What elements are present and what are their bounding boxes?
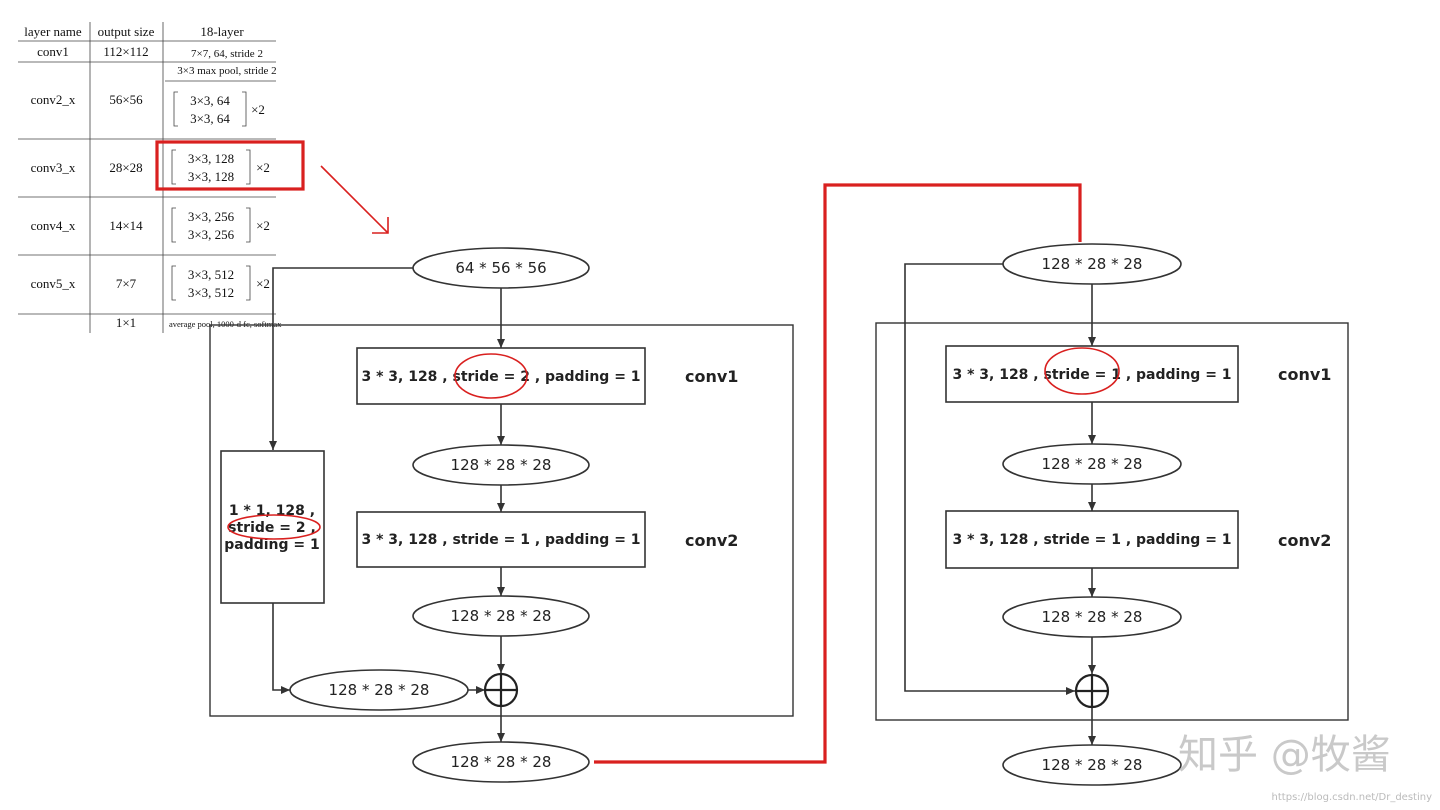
mid-node	[1002, 443, 1182, 485]
conv2-layer-label: 3 * 3, 128 , stride = 1 , padding = 1	[952, 532, 1231, 548]
left-residual-block: 64 * 56 * 56 3 * 3, 128 , stride = 2 , p…	[209, 247, 794, 783]
add-icon	[483, 672, 519, 708]
table-cell-line2: 3×3, 256	[188, 227, 235, 242]
main-out-node-label: 128 * 28 * 28	[451, 607, 552, 625]
right-block-frame	[875, 322, 1349, 721]
table-cell-name: conv5_x	[31, 276, 76, 291]
main-out-node	[412, 595, 590, 637]
conv2-layer-label: 3 * 3, 128 , stride = 1 , padding = 1	[361, 532, 640, 548]
table-header-layer-name: layer name	[24, 24, 82, 39]
table-cell-name: conv2_x	[31, 92, 76, 107]
table-cell-size: 28×28	[109, 160, 142, 175]
table-cell-size: 112×112	[103, 44, 148, 59]
resnet-architecture-table: layer name output size 18-layer conv1 11…	[18, 22, 305, 333]
table-header-output-size: output size	[98, 24, 155, 39]
conv1-layer-label: 3 * 3, 128 , stride = 2 , padding = 1	[361, 369, 640, 385]
table-cell-line1: 3×3, 512	[188, 267, 234, 282]
shortcut-label-line1: 1 * 1, 128 ,	[229, 503, 315, 519]
table-cell-mult: ×2	[256, 218, 270, 233]
left-bracket	[171, 265, 176, 301]
table-cell-size: 14×14	[109, 218, 143, 233]
table-cell-line1: 3×3, 64	[190, 93, 230, 108]
left-bracket	[171, 149, 176, 185]
stride-highlight	[227, 514, 321, 540]
conv1-label: conv1	[685, 367, 738, 386]
output-node-label: 128 * 28 * 28	[1042, 756, 1143, 774]
left-bracket	[173, 91, 178, 127]
table-cell-name: conv4_x	[31, 218, 76, 233]
table-cell-pool: 3×3 max pool, stride 2	[177, 65, 276, 77]
table-cell-size: 1×1	[116, 315, 136, 330]
add-icon	[1074, 673, 1110, 709]
table-cell-mult: ×2	[256, 160, 270, 175]
table-cell-mult: ×2	[256, 276, 270, 291]
output-node	[1002, 744, 1182, 786]
table-cell-line2: 3×3, 512	[188, 285, 234, 300]
input-node	[1002, 243, 1182, 285]
main-out-node	[1002, 596, 1182, 638]
input-node-label: 128 * 28 * 28	[1042, 255, 1143, 273]
shortcut-out-node-label: 128 * 28 * 28	[329, 681, 430, 699]
conv2-layer	[945, 510, 1239, 569]
table-cell-mult: ×2	[251, 102, 265, 117]
conv1-layer-label: 3 * 3, 128 , stride = 1 , padding = 1	[952, 367, 1231, 383]
table-cell-name: conv3_x	[31, 160, 76, 175]
output-node-label: 128 * 28 * 28	[451, 753, 552, 771]
shortcut-label-line2: stride = 2 ,	[228, 520, 316, 536]
shortcut-label-line3: padding = 1	[224, 537, 320, 553]
right-bracket	[242, 91, 247, 127]
input-node	[412, 247, 590, 289]
source-url: https://blog.csdn.net/Dr_destiny	[1272, 792, 1433, 803]
block-connector	[594, 183, 1082, 764]
table-cell-line2: 3×3, 64	[190, 111, 230, 126]
table-cell-line1: 3×3, 128	[188, 151, 234, 166]
shortcut-out-node	[289, 669, 469, 711]
right-bracket	[246, 207, 251, 243]
conv1-layer	[356, 347, 646, 405]
mid-node-label: 128 * 28 * 28	[1042, 455, 1143, 473]
conv2-label: conv2	[1278, 531, 1331, 550]
table-cell-layer: 7×7, 64, stride 2	[191, 48, 263, 60]
table-cell-layer: average pool, 1000-d fc, softmax	[169, 319, 282, 329]
table-header-18-layer: 18-layer	[200, 24, 244, 39]
stride-highlight	[1044, 347, 1120, 395]
table-cell-size: 7×7	[116, 276, 137, 291]
table-cell-name: conv1	[37, 44, 69, 59]
conv3-highlight-box	[155, 140, 305, 191]
right-residual-block: 128 * 28 * 28 3 * 3, 128 , stride = 1 , …	[875, 243, 1349, 786]
conv1-label: conv1	[1278, 365, 1331, 384]
highlight-arrow	[320, 165, 389, 234]
mid-node	[412, 444, 590, 486]
conv2-layer	[356, 511, 646, 568]
shortcut-conv-layer	[220, 450, 325, 604]
mid-node-label: 128 * 28 * 28	[451, 456, 552, 474]
main-out-node-label: 128 * 28 * 28	[1042, 608, 1143, 626]
watermark: 知乎 @牧酱	[1178, 732, 1391, 778]
output-node	[412, 741, 590, 783]
right-bracket	[246, 265, 251, 301]
conv2-label: conv2	[685, 531, 738, 550]
table-cell-size: 56×56	[109, 92, 143, 107]
left-bracket	[171, 207, 176, 243]
table-cell-line1: 3×3, 256	[188, 209, 235, 224]
right-bracket	[246, 149, 251, 185]
stride-highlight	[454, 353, 528, 399]
input-node-label: 64 * 56 * 56	[455, 259, 546, 277]
table-cell-line2: 3×3, 128	[188, 169, 234, 184]
